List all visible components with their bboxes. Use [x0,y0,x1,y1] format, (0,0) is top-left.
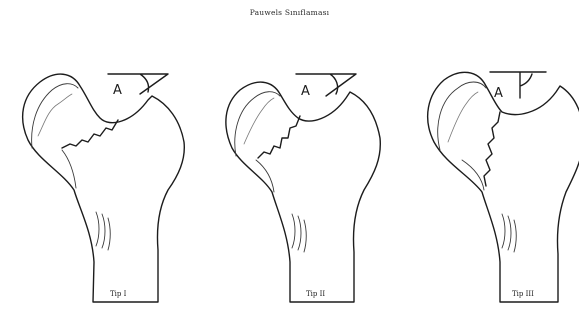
head-trabecular-line [244,98,274,144]
lesser-trochanter-curve-2 [508,216,511,250]
femoral-head-contour [438,82,486,150]
angle-letter: A [113,83,122,98]
lesser-trochanter-curve-1 [96,212,99,246]
fracture-line [484,112,500,186]
fracture-line [258,116,300,158]
lesser-trochanter-curve-1 [292,214,295,248]
femur-outline [23,74,185,302]
angle-letter: A [301,84,310,99]
femur-figure-tip-2: A Tip II [226,74,380,302]
femur-figure-tip-1: A Tip I [23,74,185,302]
figure-label-tip-3: Tip III [512,290,534,298]
femoral-head-contour [32,84,78,148]
lesser-trochanter-curve-1 [502,214,505,248]
lesser-trochanter-curve-3 [514,220,516,252]
femur-figure-tip-3: A Tip III [428,72,579,302]
fracture-line [62,120,118,148]
lesser-trochanter-curve-2 [298,216,301,250]
head-trabecular-line [448,92,478,142]
figure-label-tip-1: Tip I [110,290,127,298]
femur-outline [428,72,579,302]
femur-outline [226,82,380,302]
angle-letter: A [494,86,503,101]
lesser-trochanter-curve-2 [102,214,105,248]
lesser-trochanter-curve-3 [108,218,110,250]
figure-label-tip-2: Tip II [306,290,325,298]
lesser-trochanter-curve-3 [304,220,306,252]
neck-lower-edge [62,150,76,188]
